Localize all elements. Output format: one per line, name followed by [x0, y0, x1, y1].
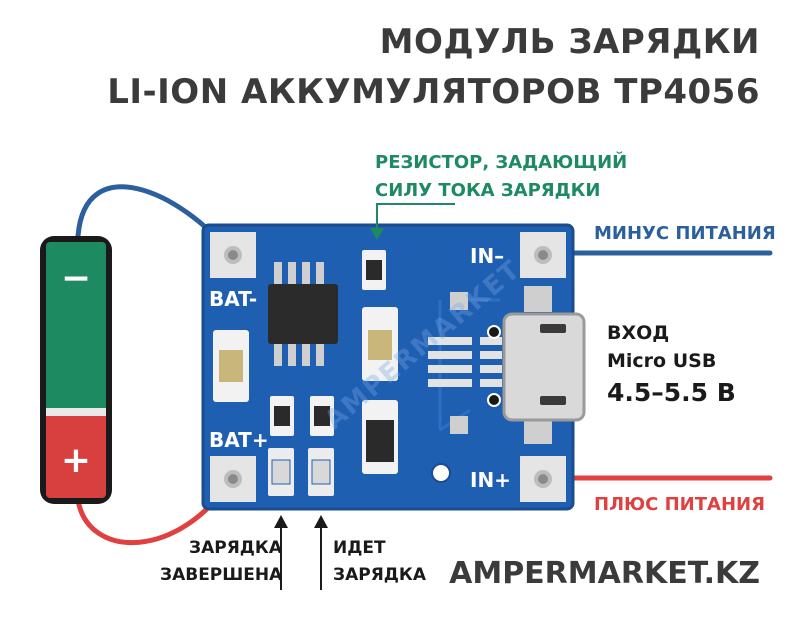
diode-bottom — [362, 400, 398, 474]
battery-plus-sign: + — [60, 440, 92, 481]
smd-pad-usb-top — [524, 286, 552, 312]
battery-minus-sign: − — [60, 258, 92, 299]
resistor-left — [213, 330, 249, 402]
arrow-led-done-head — [274, 515, 288, 528]
pointer-resistor — [376, 203, 455, 230]
pad-bat-minus — [210, 232, 256, 278]
led-done-label-line1: ЗАРЯДКА — [189, 538, 282, 558]
charge-current-resistor — [362, 250, 386, 290]
led-charging-label-line1: ИДЕТ — [333, 538, 386, 558]
resistor-led-1 — [270, 396, 294, 436]
led-done-label-line2: ЗАВЕРШЕНА — [160, 565, 283, 585]
plus-power-label: ПЛЮС ПИТАНИЯ — [594, 494, 765, 515]
pad-bat-plus — [210, 456, 256, 502]
capacitor-middle — [362, 307, 398, 381]
mounting-hole — [431, 463, 451, 483]
minus-power-label: МИНУС ПИТАНИЯ — [594, 223, 776, 244]
pointer-resistor-arrowhead — [370, 228, 384, 240]
led-done — [268, 448, 294, 496]
pad-in-minus — [520, 232, 566, 278]
brand-label: AMPERMARKET.KZ — [449, 556, 760, 591]
resistor-note-line1: РЕЗИСТОР, ЗАДАЮЩИЙ — [375, 152, 628, 173]
usb-input-line2: Micro USB — [607, 350, 717, 372]
usb-input-voltage: 4.5–5.5 В — [607, 378, 736, 407]
pad-label-bat-plus: BAT+ — [209, 428, 269, 452]
battery — [40, 236, 112, 504]
resistor-led-2 — [310, 396, 334, 436]
resistor-note-line2: СИЛУ ТОКА ЗАРЯДКИ — [375, 180, 601, 201]
pad-label-bat-minus: BAT- — [209, 287, 258, 311]
pad-label-in-minus: IN– — [470, 244, 505, 268]
page-title-line1: МОДУЛЬ ЗАРЯДКИ — [379, 22, 760, 62]
pad-label-in-plus: IN+ — [470, 468, 511, 492]
smd-pad-usb-bottom — [524, 418, 552, 444]
led-charging — [308, 448, 334, 496]
led-charging-label-line2: ЗАРЯДКА — [333, 565, 426, 585]
smd-pad-top — [450, 292, 468, 310]
tp4056-chip — [268, 262, 338, 366]
pad-in-plus — [520, 456, 566, 502]
page-title-line2: LI-ION АККУМУЛЯТОРОВ TP4056 — [107, 72, 760, 112]
smd-pad-bottom — [450, 416, 468, 434]
usb-pins — [428, 337, 502, 387]
usb-input-line1: ВХОД — [607, 322, 670, 344]
arrow-led-charging-head — [314, 515, 328, 528]
micro-usb-connector — [487, 312, 586, 422]
